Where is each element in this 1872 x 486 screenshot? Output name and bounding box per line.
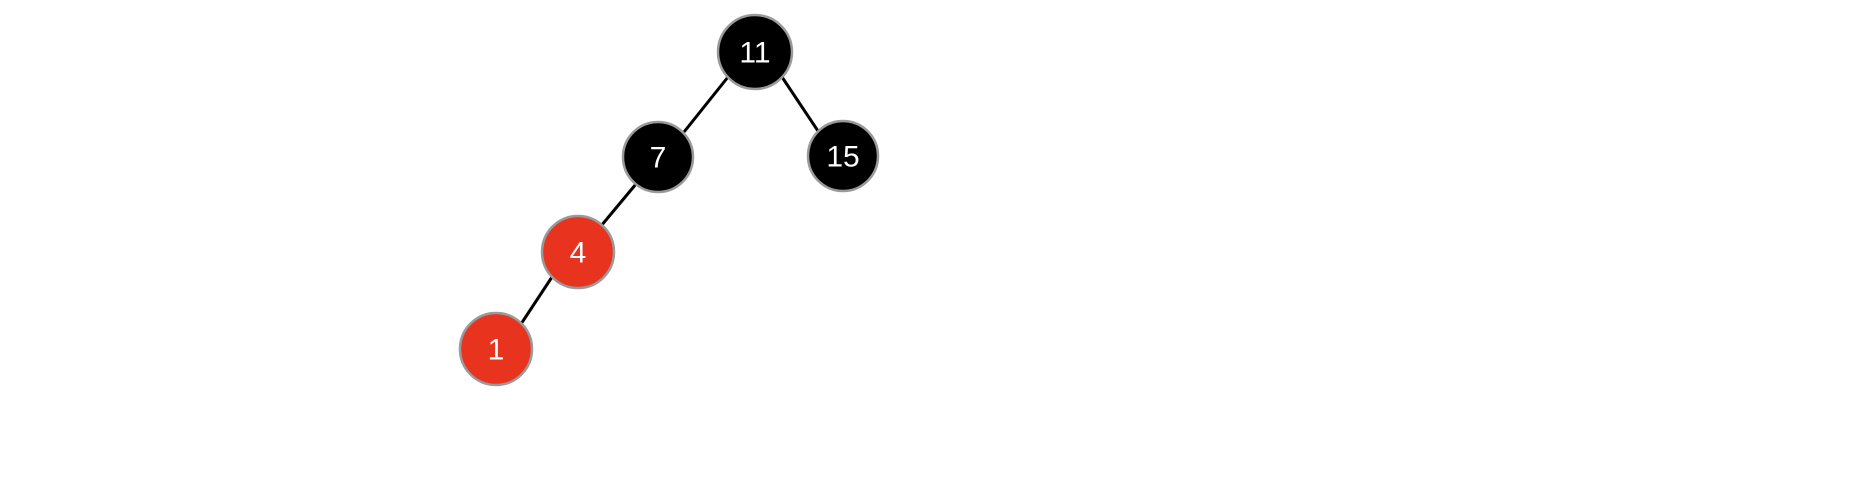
node-circle-15[interactable] — [806, 119, 880, 193]
node-label-4: 4 — [570, 237, 587, 270]
tree-node-7[interactable]: 7 — [621, 120, 695, 194]
tree-edge-11-7 — [682, 76, 730, 133]
tree-node-11[interactable]: 11 — [716, 13, 794, 91]
tree-edge-11-15 — [780, 76, 820, 132]
tree-node-15[interactable]: 15 — [806, 119, 880, 193]
tree-edge-4-1 — [519, 276, 554, 325]
tree-edges-group — [519, 76, 820, 325]
node-label-7: 7 — [650, 142, 667, 175]
node-label-11: 11 — [739, 37, 770, 70]
node-label-1: 1 — [488, 334, 505, 367]
tree-nodes-group: 11 7 15 4 1 — [458, 13, 880, 387]
node-circle-4[interactable] — [540, 214, 616, 290]
node-circle-1[interactable] — [458, 311, 534, 387]
tree-node-4[interactable]: 4 — [540, 214, 616, 290]
node-circle-7[interactable] — [621, 120, 695, 194]
node-label-15: 15 — [826, 141, 859, 174]
tree-edge-7-4 — [599, 183, 638, 227]
node-circle-11[interactable] — [716, 13, 794, 91]
tree-node-1[interactable]: 1 — [458, 311, 534, 387]
